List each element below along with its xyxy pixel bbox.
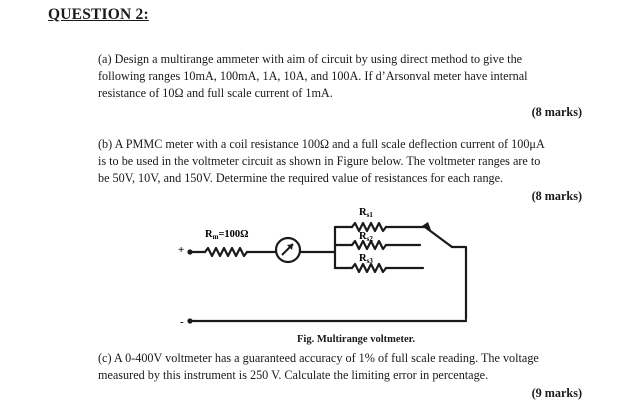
- meter-icon: [274, 236, 302, 264]
- part-b-line-1: (b) A PMMC meter with a coil resistance …: [98, 137, 545, 151]
- plus-terminal-label: +: [178, 244, 184, 256]
- rs1-label: Rs1: [359, 207, 373, 219]
- part-b-line-2: is to be used in the voltmeter circuit a…: [98, 154, 541, 168]
- wire-output-right: [450, 245, 468, 321]
- part-a-marks: (8 marks): [531, 105, 582, 119]
- resistor-rs3: [350, 262, 388, 274]
- part-c-marks: (9 marks): [531, 386, 582, 400]
- resistor-rm: [203, 246, 249, 258]
- plus-terminal-dot: [187, 249, 193, 255]
- part-a-line-2: following ranges 10mA, 100mA, 1A, 10A, a…: [98, 69, 528, 83]
- part-b-marks: (8 marks): [531, 189, 582, 203]
- part-a-text: (a) Design a multirange ammeter with aim…: [98, 51, 580, 102]
- resistor-rs1: [350, 221, 388, 233]
- part-b-line-3: be 50V, 10V, and 150V. Determine the req…: [98, 171, 504, 185]
- part-c-text: (c) A 0-400V voltmeter has a guaranteed …: [98, 350, 580, 384]
- minus-terminal-dot: [187, 318, 193, 324]
- resistor-rs2: [350, 239, 388, 251]
- part-c-line-1: (c) A 0-400V voltmeter has a guaranteed …: [98, 351, 539, 365]
- figure-caption: Fig. Multirange voltmeter.: [297, 334, 415, 345]
- rs2-label: Rs2: [359, 231, 373, 243]
- part-a-line-1: (a) Design a multirange ammeter with aim…: [98, 52, 523, 66]
- part-c-line-2: measured by this instrument is 250 V. Ca…: [98, 368, 489, 382]
- part-b-text: (b) A PMMC meter with a coil resistance …: [98, 136, 580, 187]
- rm-label: Rm=100Ω: [205, 229, 249, 241]
- part-a-line-3: resistance of 10Ω and full scale current…: [98, 86, 333, 100]
- rs3-label: Rs3: [359, 253, 373, 265]
- question-heading: QUESTION 2:: [48, 6, 149, 23]
- minus-terminal-label: -: [180, 316, 184, 328]
- selector-arrow-icon: [422, 222, 432, 233]
